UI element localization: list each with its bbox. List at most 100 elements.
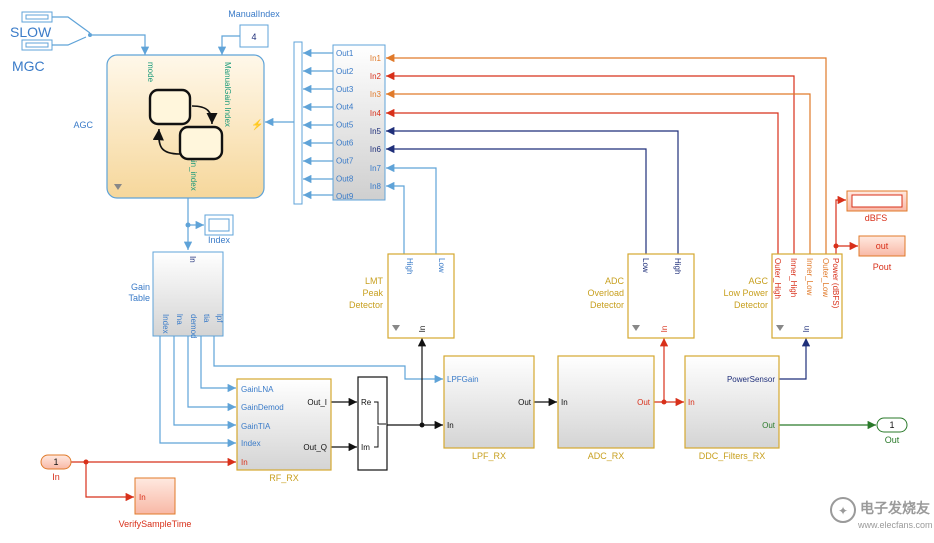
stateflow-icon: [148, 88, 224, 161]
bus-out-label: Out6: [336, 139, 354, 148]
adc-port-high: High: [673, 258, 682, 274]
index-display-label: Index: [208, 235, 231, 245]
adc-detector-down-arrow-icon: [632, 325, 640, 331]
adc-rx-in: In: [561, 398, 568, 407]
agc-port-outer-high: Outer_High: [773, 258, 782, 299]
watermark-cn: 电子发烧友: [860, 500, 930, 516]
outport-number: 1: [889, 420, 894, 430]
lmt-port-high: High: [405, 258, 414, 274]
rf-rx-out-i: Out_I: [307, 398, 327, 407]
lmt-port-low: Low: [437, 258, 446, 273]
mgc-constant-block[interactable]: MGC: [12, 39, 53, 74]
lpf-rx-block[interactable]: LPFGain In Out LPF_RX: [443, 355, 535, 461]
bus-out-label: Out7: [336, 156, 354, 165]
slow-label: SLOW: [10, 24, 52, 40]
adc-overload-detector-block[interactable]: ADC Overload Detector Low High In: [587, 253, 695, 339]
bus-in-label: In1: [370, 54, 382, 63]
agc-detector-title-1: AGC: [748, 276, 768, 286]
bus-in-label: In6: [370, 145, 382, 154]
real-imag-to-complex-block[interactable]: Re Im: [357, 376, 388, 471]
inport-label: In: [52, 472, 60, 482]
adc-rx-label: ADC_RX: [588, 451, 625, 461]
lmt-port-in: In: [418, 326, 427, 333]
agc-down-arrow-icon: [114, 184, 122, 190]
lpf-rx-in-gain: LPFGain: [447, 375, 479, 384]
rf-rx-in-in: In: [241, 458, 248, 467]
rf-rx-in-index: Index: [241, 439, 261, 448]
manual-switch-pivot[interactable]: [88, 33, 92, 37]
bus-in-label: In4: [370, 109, 382, 118]
manual-index-label: ManualIndex: [228, 9, 280, 19]
watermark-logo-icon: ✦: [838, 504, 848, 518]
signal-lines: [52, 16, 876, 502]
agc-chart-label: AGC: [73, 120, 93, 130]
slow-constant-block[interactable]: SLOW: [10, 11, 53, 40]
adc-detector-port-in: In: [660, 326, 669, 333]
adc-port-low: Low: [641, 258, 650, 273]
rf-rx-in-gain-tia: GainTIA: [241, 422, 271, 431]
port-mode-label: mode: [146, 62, 155, 83]
rf-rx-block[interactable]: GainLNA GainDemod GainTIA Index In Out_I…: [236, 378, 332, 483]
complex-port-im: Im: [361, 443, 370, 452]
inport-block[interactable]: 1 In: [40, 454, 72, 482]
watermark-url: www.elecfans.com: [857, 520, 933, 530]
bus-in-label: In7: [370, 164, 382, 173]
lmt-title-2: Peak: [362, 288, 383, 298]
bus-creator-bar[interactable]: [293, 41, 303, 205]
agc-detector-down-arrow-icon: [776, 325, 784, 331]
lmt-title-3: Detector: [349, 300, 383, 310]
pout-label: Pout: [873, 262, 892, 272]
agc-port-inner-high: Inner_High: [789, 258, 798, 297]
adc-rx-out: Out: [637, 398, 651, 407]
rf-rx-label: RF_RX: [269, 473, 299, 483]
outport-block[interactable]: 1 Out: [876, 417, 908, 445]
agc-chart-block[interactable]: AGC mode ManualGain Index gain_index ⚡: [73, 54, 265, 199]
gain-table-out-port: Index: [161, 314, 170, 334]
agc-detector-title-3: Detector: [734, 300, 768, 310]
outport-label: Out: [885, 435, 900, 445]
gain-table-out-port: demod: [189, 314, 198, 338]
port-manual-gain-label: ManualGain Index: [223, 62, 232, 127]
watermark: ✦ 电子发烧友 www.elecfans.com: [830, 497, 933, 530]
adc-detector-title-1: ADC: [605, 276, 625, 286]
bus-in-label: In2: [370, 72, 382, 81]
bus-in-label: In5: [370, 127, 382, 136]
lmt-title-1: LMT: [365, 276, 384, 286]
gain-table-out-port: tia: [202, 314, 211, 323]
bus-in-label: In8: [370, 182, 382, 191]
rf-rx-out-q: Out_Q: [303, 443, 327, 452]
verify-sample-time-block[interactable]: In VerifySampleTime: [119, 477, 192, 529]
bus-in-label: In3: [370, 90, 382, 99]
rf-rx-in-gain-lna: GainLNA: [241, 385, 274, 394]
bus-out-label: Out5: [336, 121, 354, 130]
adc-rx-block[interactable]: In Out ADC_RX: [557, 355, 655, 461]
manual-index-block[interactable]: 4 ManualIndex: [228, 9, 280, 48]
dbfs-label: dBFS: [865, 213, 888, 223]
agc-low-power-detector-block[interactable]: AGC Low Power Detector Outer_High Inner_…: [723, 253, 843, 339]
index-display-block[interactable]: Index: [204, 214, 234, 245]
manual-index-value: 4: [251, 32, 256, 42]
agc-detector-port-in: In: [802, 326, 811, 333]
agc-port-inner-low: Inner_Low: [805, 258, 814, 296]
gain-table-label-1: Gain: [131, 282, 150, 292]
dbfs-display-block[interactable]: dBFS: [846, 190, 908, 223]
pout-block[interactable]: out Pout: [858, 235, 906, 272]
lmt-peak-detector-block[interactable]: LMT Peak Detector High Low In: [349, 253, 455, 339]
rf-rx-in-gain-demod: GainDemod: [241, 403, 284, 412]
verify-label: VerifySampleTime: [119, 519, 192, 529]
agc-port-power-dbfs: Power (dBFS): [831, 258, 840, 309]
port-gain-index-label: gain_index: [189, 152, 198, 191]
ddc-filters-rx-block[interactable]: In PowerSensor Out DDC_Filters_RX: [684, 355, 780, 461]
ddc-rx-power-sensor: PowerSensor: [727, 375, 775, 384]
lpf-rx-out: Out: [518, 398, 532, 407]
mgc-label: MGC: [12, 58, 45, 74]
complex-port-re: Re: [361, 398, 372, 407]
lpf-rx-label: LPF_RX: [472, 451, 506, 461]
verify-in-port: In: [139, 493, 146, 502]
adc-detector-title-2: Overload: [587, 288, 624, 298]
